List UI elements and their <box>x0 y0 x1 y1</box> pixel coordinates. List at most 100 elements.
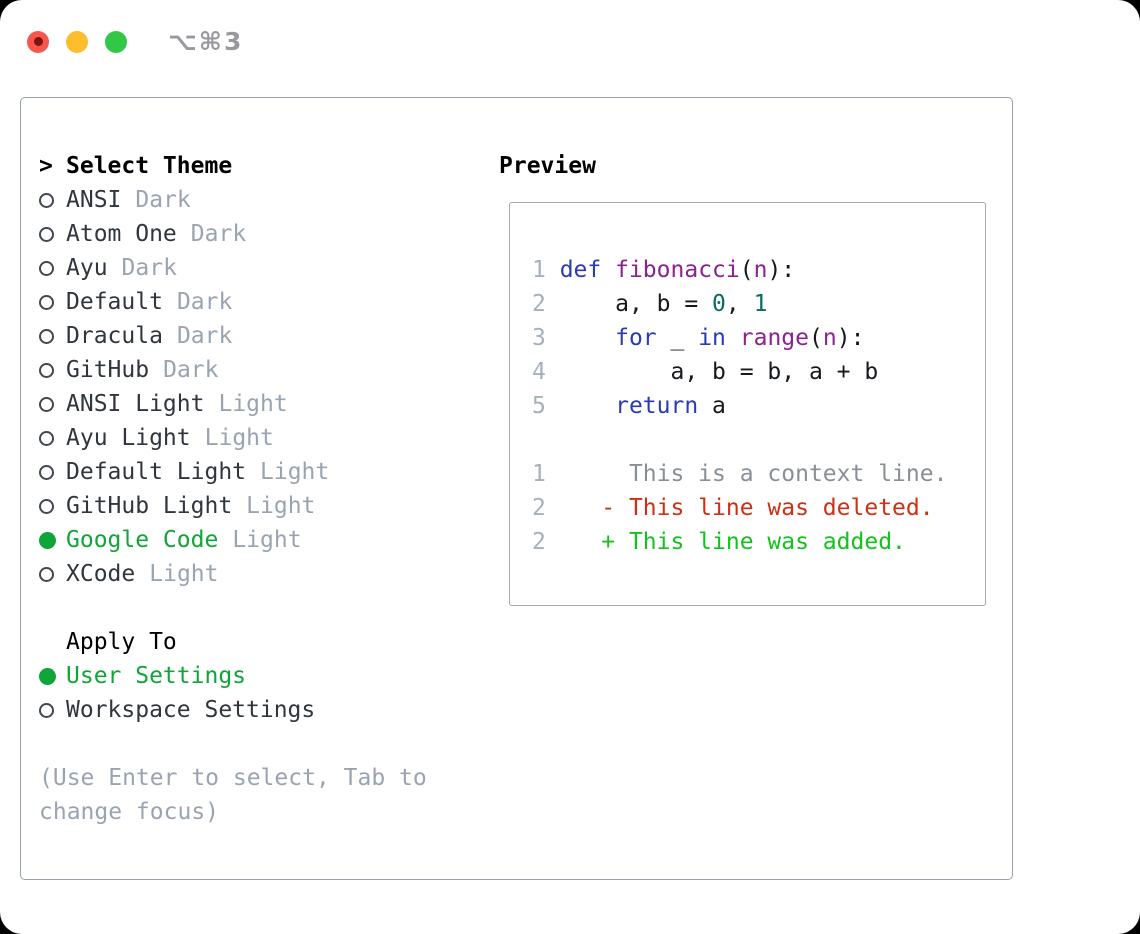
theme-list-header: > Select Theme <box>39 149 494 183</box>
radio-icon <box>39 498 66 514</box>
code-token: fibonacci <box>615 257 740 283</box>
code-token: ): <box>836 325 865 351</box>
apply-to-header: Apply To <box>39 625 494 659</box>
theme-variant: Dark <box>135 187 191 213</box>
code-token: in <box>698 325 726 351</box>
close-icon-dot <box>33 37 43 46</box>
theme-name: Dracula <box>66 323 163 349</box>
theme-name: Ayu Light <box>66 425 191 451</box>
radio-icon <box>39 566 66 582</box>
theme-variant: Light <box>204 425 274 451</box>
code-token: 2 <box>532 495 560 521</box>
radio-glyph <box>39 294 54 310</box>
theme-variant: Dark <box>121 255 177 281</box>
help-text-line: (Use Enter to select, Tab to <box>39 765 427 791</box>
radio-glyph <box>39 362 54 378</box>
code-line: 1 def fibonacci(n): <box>532 253 985 287</box>
code-token: This is a context line. <box>559 461 948 487</box>
code-token: 2 <box>532 291 560 317</box>
radio-selected-icon <box>39 667 66 685</box>
radio-glyph <box>39 328 54 344</box>
radio-icon <box>39 430 66 446</box>
theme-name: Default Light <box>66 459 247 485</box>
radio-icon <box>39 396 66 412</box>
radio-glyph <box>39 396 54 412</box>
radio-icon <box>39 702 66 718</box>
theme-variant: Light <box>149 561 219 587</box>
theme-name: Ayu <box>66 255 108 281</box>
close-icon[interactable] <box>27 30 49 53</box>
theme-name: Atom One <box>66 221 177 247</box>
minimize-icon[interactable] <box>66 30 88 53</box>
code-token: a <box>698 393 726 419</box>
code-token: _ <box>656 325 699 351</box>
code-token: , <box>725 291 754 317</box>
code-token: + This line was added. <box>559 529 906 555</box>
code-token: 5 <box>532 393 560 419</box>
code-token: 1 <box>532 461 560 487</box>
theme-variant: Dark <box>190 221 247 247</box>
code-token: 4 <box>532 359 560 385</box>
theme-option-ayu-light-light[interactable]: Ayu Light Light <box>39 421 494 455</box>
radio-icon <box>39 362 66 378</box>
theme-name: XCode <box>66 561 136 587</box>
cursor-icon: > <box>39 153 53 179</box>
code-token <box>726 325 740 351</box>
radio-icon <box>39 192 66 208</box>
theme-variant: Light <box>246 493 316 519</box>
zoom-icon[interactable] <box>105 30 127 53</box>
code-line: 4 a, b = b, a + b <box>532 355 985 389</box>
window-shortcut-label: ⌥⌘3 <box>168 27 244 56</box>
radio-glyph <box>39 192 54 208</box>
code-token: 1 <box>753 291 768 317</box>
theme-name: Google Code <box>66 527 219 553</box>
theme-option-ansi-dark[interactable]: ANSI Dark <box>39 183 494 217</box>
radio-glyph <box>39 531 56 549</box>
code-token: 3 <box>532 325 560 351</box>
code-line <box>532 423 985 457</box>
code-token: a, b = b, a + b <box>559 359 879 385</box>
theme-option-xcode-light[interactable]: XCode Light <box>39 557 494 591</box>
code-token: return <box>615 393 699 419</box>
code-token: 2 <box>532 529 560 555</box>
apply-option-workspace-settings[interactable]: Workspace Settings <box>39 693 494 727</box>
radio-selected-icon <box>39 531 66 549</box>
radio-icon <box>39 226 66 242</box>
theme-name: GitHub <box>66 357 150 383</box>
theme-name: ANSI <box>66 187 122 213</box>
radio-icon <box>39 328 66 344</box>
radio-icon <box>39 260 66 276</box>
apply-option-label: User Settings <box>66 663 247 689</box>
theme-option-ayu-dark[interactable]: Ayu Dark <box>39 251 494 285</box>
code-line: 1 This is a context line. <box>532 457 985 491</box>
theme-name: Default <box>66 289 163 315</box>
radio-glyph <box>39 667 56 685</box>
code-token: n <box>822 325 837 351</box>
theme-variant: Light <box>218 391 288 417</box>
radio-icon <box>39 464 66 480</box>
radio-glyph <box>39 464 54 480</box>
radio-glyph <box>39 260 54 276</box>
code-token <box>601 257 615 283</box>
apply-option-label: Workspace Settings <box>66 697 316 723</box>
code-token <box>560 393 615 419</box>
apply-to-title: Apply To <box>66 629 177 655</box>
code-token <box>560 325 615 351</box>
radio-glyph <box>39 566 54 582</box>
code-line: 3 for _ in range(n): <box>532 321 985 355</box>
theme-option-atom-one-dark[interactable]: Atom One Dark <box>39 217 494 251</box>
apply-option-user-settings[interactable]: User Settings <box>39 659 494 693</box>
code-line: 2 + This line was added. <box>532 525 985 559</box>
